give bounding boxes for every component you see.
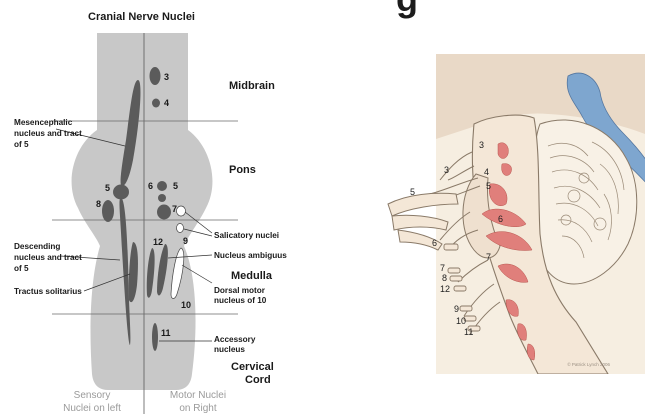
label-mesencephalic-2: nucleus and tract bbox=[14, 129, 82, 138]
nucleus-11 bbox=[152, 323, 158, 351]
num-8: 8 bbox=[442, 273, 447, 283]
brainstem-sagittal-illustration: 3 3 4 5 5 6 6 7 7 8 12 9 10 11 © Patrick… bbox=[378, 54, 645, 374]
num-7-outer: 7 bbox=[440, 263, 445, 273]
num-9: 9 bbox=[183, 236, 188, 246]
num-10: 10 bbox=[456, 316, 466, 326]
region-cervical: Cervical bbox=[231, 361, 274, 373]
num-11: 11 bbox=[161, 328, 171, 338]
num-3-side: 3 bbox=[444, 165, 449, 175]
nucleus-8 bbox=[102, 200, 114, 222]
label-dorsal-motor-2: nucleus of 10 bbox=[214, 296, 267, 305]
num-9: 9 bbox=[454, 304, 459, 314]
region-pons: Pons bbox=[229, 164, 256, 176]
salivatory-nucleus-lower bbox=[177, 224, 184, 233]
num-3: 3 bbox=[164, 72, 169, 82]
num-7-inner: 7 bbox=[486, 252, 491, 262]
label-accessory-2: nucleus bbox=[214, 345, 245, 354]
nucleus-6 bbox=[157, 181, 167, 191]
footer-sensory-2: Nuclei on left bbox=[63, 403, 121, 414]
region-cord: Cord bbox=[245, 374, 271, 386]
footer-sensory-1: Sensory bbox=[74, 390, 111, 401]
num-11: 11 bbox=[464, 327, 473, 337]
num-5-outer: 5 bbox=[410, 187, 415, 197]
footer-motor-2: on Right bbox=[179, 403, 216, 414]
num-5-left: 5 bbox=[105, 183, 110, 193]
label-salivatory: Salicatory nuclei bbox=[214, 231, 279, 240]
brainstem-column bbox=[72, 33, 213, 390]
nucleus-7 bbox=[157, 205, 171, 220]
num-8: 8 bbox=[96, 199, 101, 209]
label-accessory-1: Accessory bbox=[214, 335, 256, 344]
nucleus-5-sensory bbox=[113, 185, 129, 200]
num-6: 6 bbox=[148, 181, 153, 191]
region-midbrain: Midbrain bbox=[229, 80, 275, 92]
cranial-nerve-nuclei-diagram: Cranial Nerve Nuclei bbox=[0, 0, 320, 420]
nucleus-5-motor bbox=[158, 194, 166, 202]
label-dorsal-motor-1: Dorsal motor bbox=[214, 286, 266, 295]
label-mesencephalic-3: of 5 bbox=[14, 140, 29, 149]
footer-motor-1: Motor Nuclei bbox=[170, 390, 226, 401]
num-3-top: 3 bbox=[479, 140, 484, 150]
nucleus-3 bbox=[150, 67, 161, 85]
num-12: 12 bbox=[153, 237, 163, 247]
num-6-inner: 6 bbox=[498, 214, 503, 224]
salivatory-nucleus-upper bbox=[177, 206, 186, 216]
num-5-right: 5 bbox=[173, 181, 178, 191]
region-medulla: Medulla bbox=[231, 270, 273, 282]
num-4: 4 bbox=[164, 98, 169, 108]
label-mesencephalic-1: Mesencephalic bbox=[14, 118, 73, 127]
label-descending-3: of 5 bbox=[14, 264, 29, 273]
num-10: 10 bbox=[181, 300, 191, 310]
num-6-outer: 6 bbox=[432, 238, 437, 248]
label-ambiguus: Nucleus ambiguus bbox=[214, 251, 287, 260]
num-5-inner: 5 bbox=[486, 181, 491, 191]
num-12: 12 bbox=[440, 284, 450, 294]
illustration-credit: © Patrick Lynch 2006 bbox=[567, 361, 610, 367]
label-tractus: Tractus solitarius bbox=[14, 287, 82, 296]
label-descending-1: Descending bbox=[14, 242, 60, 251]
nucleus-4 bbox=[152, 99, 160, 108]
num-7: 7 bbox=[172, 204, 177, 214]
num-4: 4 bbox=[484, 167, 489, 177]
slide-title-fragment: g bbox=[396, 0, 418, 20]
label-descending-2: nucleus and tract bbox=[14, 253, 82, 262]
diagram-title: Cranial Nerve Nuclei bbox=[88, 11, 195, 23]
